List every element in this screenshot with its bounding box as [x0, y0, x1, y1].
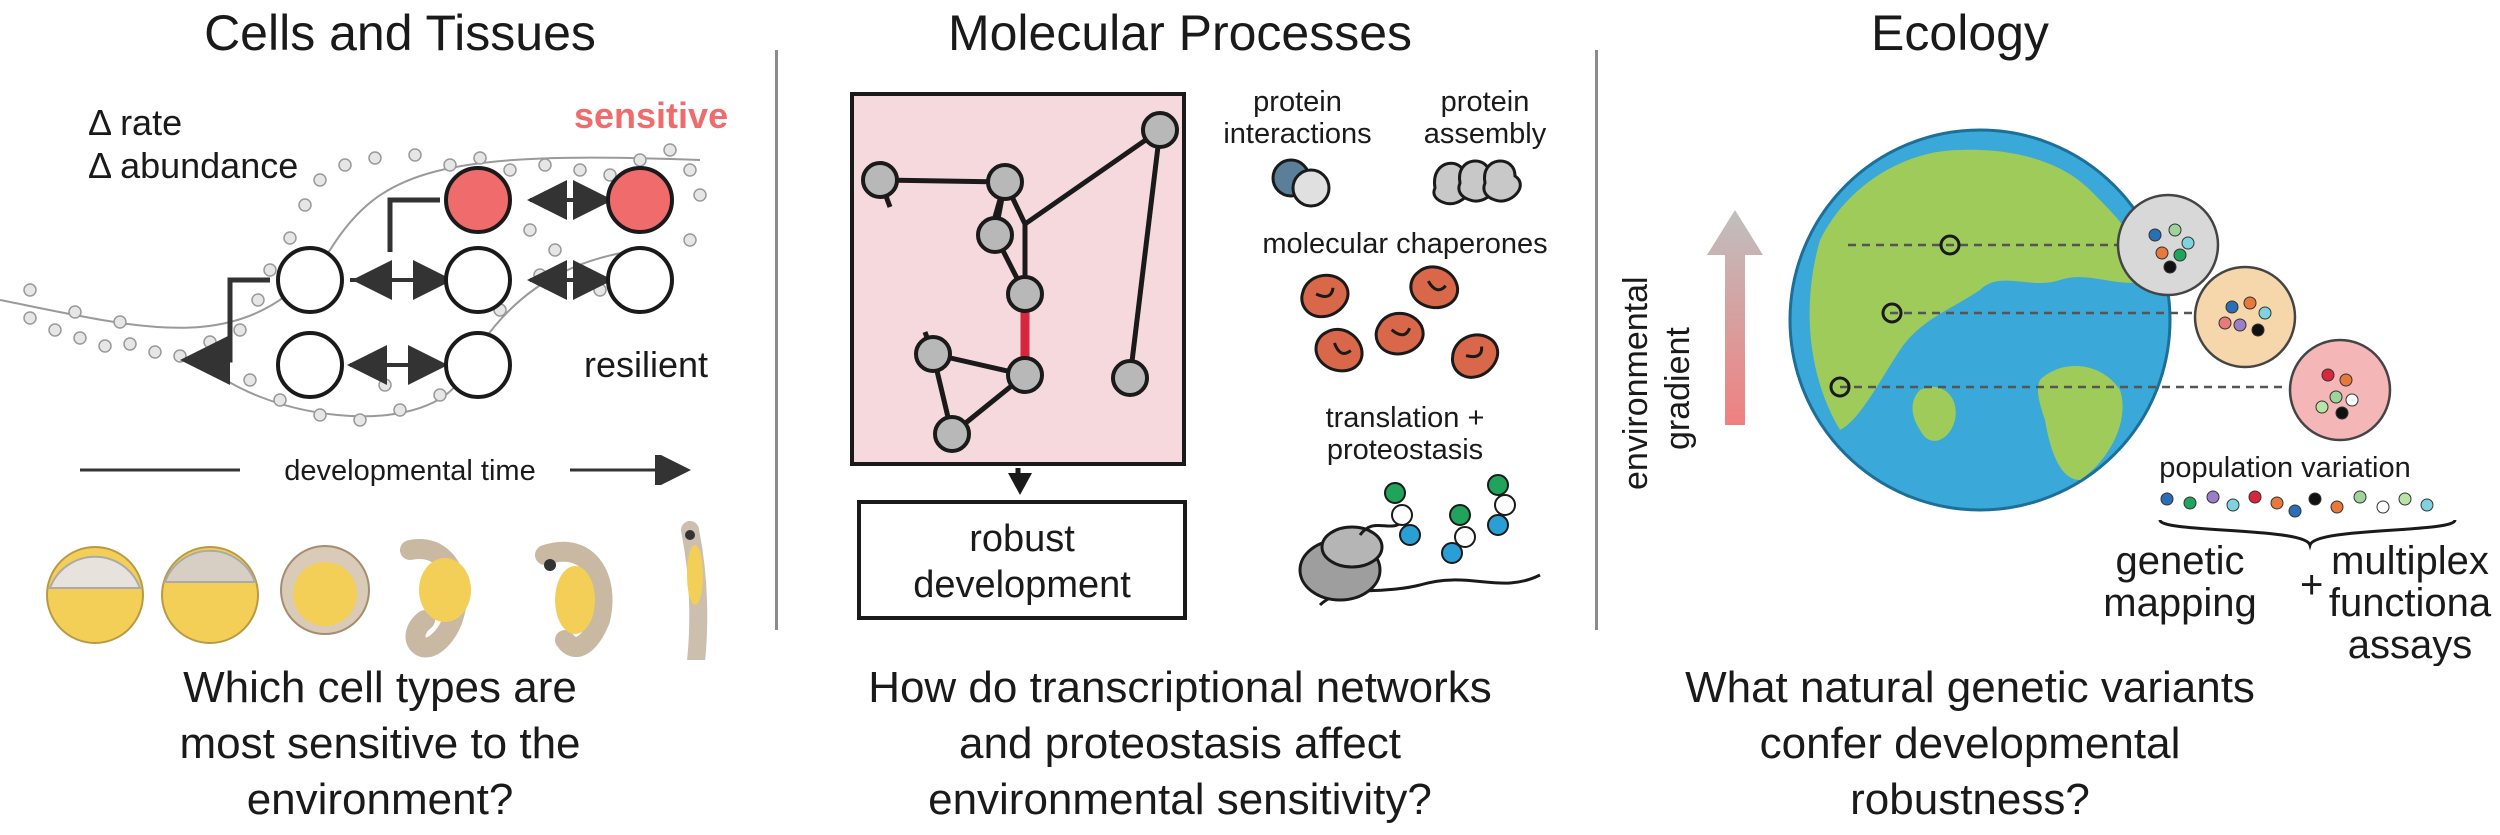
gradient-label-line: environmental [1617, 276, 1655, 490]
chaperone-icon [1374, 311, 1425, 356]
embryo-icon [535, 541, 613, 657]
progenitor-cell [276, 246, 344, 314]
chaperones-label: molecular chaperones [1262, 228, 1548, 260]
population-variation-label: population variation [2159, 452, 2411, 484]
chaperone-icon [1451, 333, 1499, 379]
chaperone-icon [1300, 273, 1350, 319]
translation-label: translation + proteostasis [1325, 402, 1485, 466]
chaperone-icon [1314, 327, 1364, 373]
sample-site [1829, 376, 1851, 398]
molecular-question: How do transcriptional networks and prot… [868, 663, 1492, 824]
time-axis-label: developmental time [284, 455, 536, 487]
gradient-arrow [1707, 210, 1763, 425]
population-circle [2193, 265, 2297, 369]
delta-abundance-label: Δ abundance [88, 145, 299, 186]
sample-site [1939, 234, 1961, 256]
sensitive-cell [444, 166, 512, 234]
resilient-cell [444, 331, 512, 399]
population-variation-dots [2158, 490, 2457, 551]
protein-icon [1271, 158, 1331, 208]
outcome-box: robust development [857, 500, 1187, 620]
genetic-mapping-label: genetic mapping [2103, 539, 2257, 625]
population-circle [2116, 193, 2220, 297]
sample-site [1881, 302, 1903, 324]
panel-divider-left [775, 50, 778, 630]
embryo-icon [46, 546, 144, 644]
progenitor-cell [276, 331, 344, 399]
gene-network [850, 92, 1186, 484]
plus-sign: + [2300, 563, 2324, 607]
ecology-panel-title: Ecology [1871, 5, 2049, 61]
panel-divider-right [1595, 50, 1598, 630]
embryo-series [46, 521, 708, 660]
multiplex-assays-label: multiplex functiona assays [2328, 540, 2492, 666]
trajectory-curve [0, 156, 701, 329]
population-circles [2116, 193, 2392, 442]
sensitive-cell [606, 166, 674, 234]
delta-rate-label: Δ rate [88, 102, 183, 143]
protein-assembly-label: protein assembly [1423, 86, 1547, 150]
cells-question: Which cell types are most sensitive to t… [179, 663, 581, 824]
arrow-icon [1008, 473, 1032, 495]
protein-interactions-label: protein interactions [1223, 86, 1372, 150]
lineage-diagram [0, 143, 707, 427]
embryo-icon [681, 521, 708, 660]
embryo-icon [161, 546, 259, 644]
chaperone-icon [1409, 265, 1460, 310]
time-axis-arrow [80, 455, 691, 485]
cell-dots [23, 143, 707, 427]
globe-icon [1788, 128, 2172, 512]
ecology-question: What natural genetic variants confer dev… [1685, 663, 2255, 824]
gradient-label: environmental gradient [1617, 276, 1697, 490]
embryo-icon [280, 545, 370, 635]
cells-panel-title: Cells and Tissues [204, 5, 596, 61]
chaperone-icons [1300, 265, 1499, 379]
molecular-panel-title: Molecular Processes [947, 5, 1413, 61]
population-circle [2288, 338, 2392, 442]
resilient-cell [444, 246, 512, 314]
sensitive-label: sensitive [574, 95, 729, 136]
protein-assembly-icon [1432, 159, 1522, 206]
resilient-cell [606, 246, 674, 314]
ribosome-icon [1298, 474, 1541, 607]
gradient-label-line: gradient [1659, 327, 1697, 450]
resilient-label: resilient [584, 344, 709, 385]
embryo-icon [400, 539, 471, 658]
sample-links [1829, 234, 2285, 398]
